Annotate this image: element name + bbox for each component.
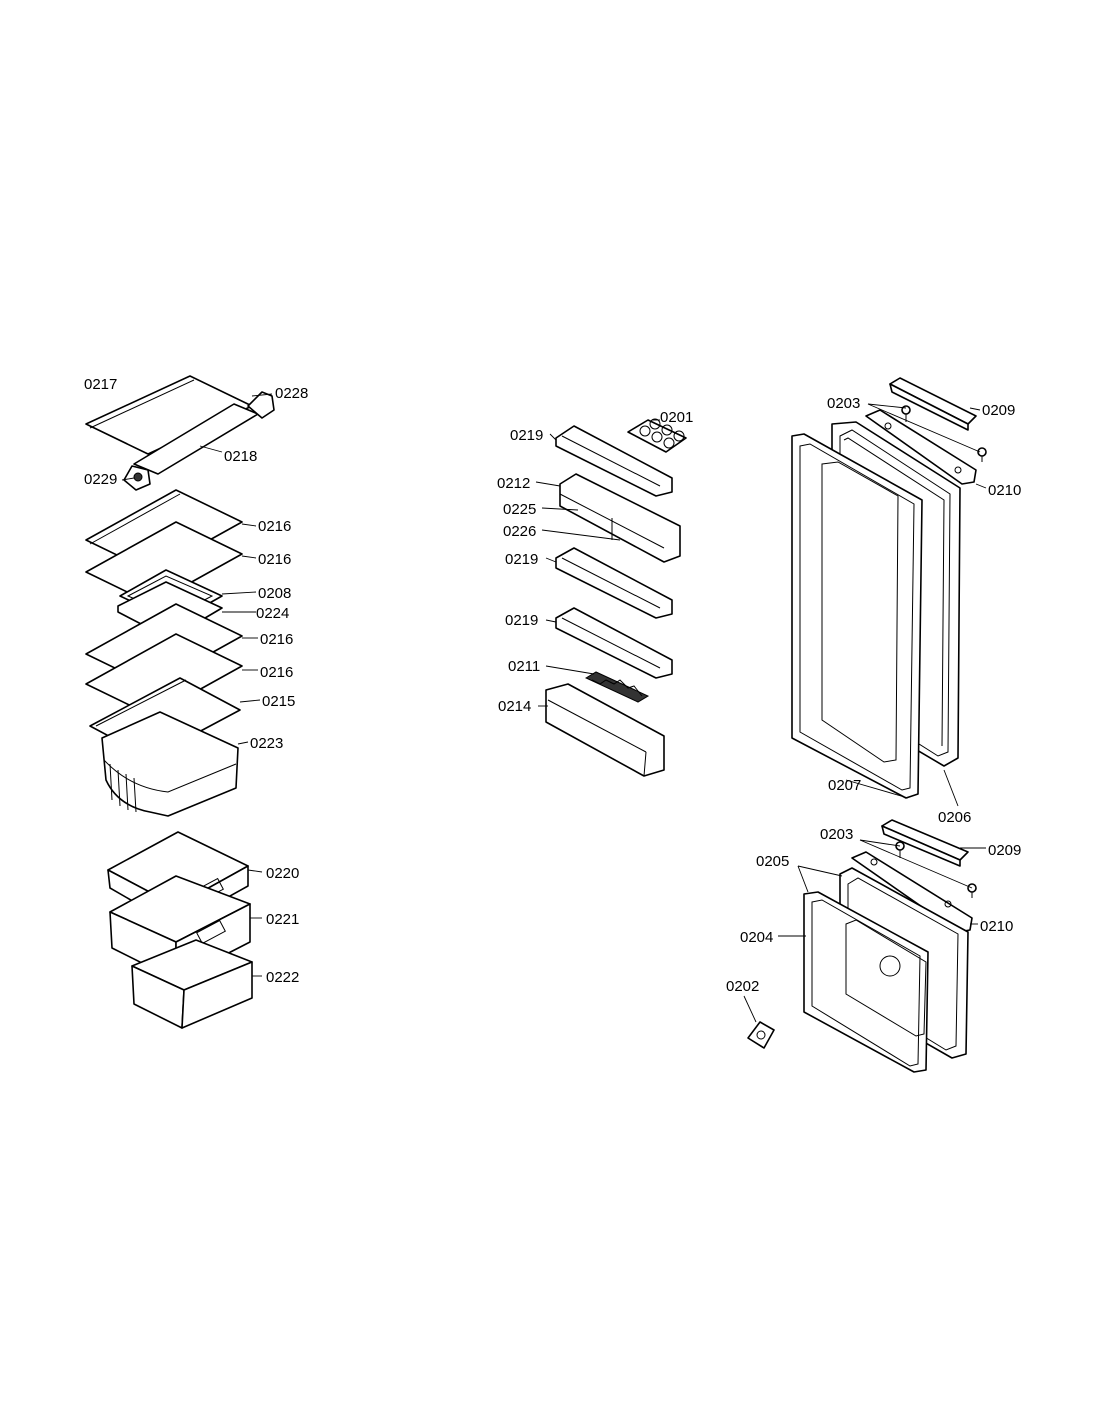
label-0204: 0204 bbox=[740, 929, 773, 946]
label-0202: 0202 bbox=[726, 978, 759, 995]
label-0229: 0229 bbox=[84, 471, 117, 488]
part-0202 bbox=[747, 1021, 775, 1049]
door-rack-0219-b bbox=[555, 547, 673, 619]
door-rack-0212 bbox=[559, 473, 681, 563]
screw-0203-top-a bbox=[901, 405, 911, 422]
hinge-cover-0209-bottom bbox=[881, 819, 969, 867]
screw-0203-bottom-b bbox=[967, 883, 977, 898]
egg-tray-0201 bbox=[627, 418, 687, 453]
label-0210-bottom: 0210 bbox=[980, 918, 1013, 935]
door-rack-0219-a bbox=[555, 425, 673, 497]
label-0205: 0205 bbox=[756, 853, 789, 870]
label-0216-c: 0216 bbox=[260, 631, 293, 648]
door-gasket-0207 bbox=[791, 433, 923, 799]
label-0219-b: 0219 bbox=[505, 551, 538, 568]
label-0221: 0221 bbox=[266, 911, 299, 928]
label-0219-a: 0219 bbox=[510, 427, 543, 444]
label-0209-bottom: 0209 bbox=[988, 842, 1021, 859]
label-0201: 0201 bbox=[660, 409, 693, 426]
hinge-0210-top bbox=[865, 409, 977, 485]
label-0219-c: 0219 bbox=[505, 612, 538, 629]
label-0210-top: 0210 bbox=[988, 482, 1021, 499]
label-0211: 0211 bbox=[508, 658, 540, 675]
label-0223: 0223 bbox=[250, 735, 283, 752]
support-0229 bbox=[123, 465, 151, 491]
label-0209-top: 0209 bbox=[982, 402, 1015, 419]
freezer-gasket-0204 bbox=[803, 891, 929, 1073]
label-0217: 0217 bbox=[84, 376, 117, 393]
label-0215: 0215 bbox=[262, 693, 295, 710]
label-0216-a: 0216 bbox=[258, 518, 291, 535]
label-0216-b: 0216 bbox=[258, 551, 291, 568]
door-rack-0214 bbox=[545, 683, 665, 777]
label-0208: 0208 bbox=[258, 585, 291, 602]
part-labels: 0217 0228 0218 0229 0216 0216 0208 0224 … bbox=[84, 376, 1021, 995]
rack-insert-0211 bbox=[584, 671, 650, 703]
screw-0203-top-b bbox=[977, 447, 987, 462]
label-0220: 0220 bbox=[266, 865, 299, 882]
leader-lines bbox=[121, 393, 987, 1023]
label-0206: 0206 bbox=[938, 809, 971, 826]
label-0222: 0222 bbox=[266, 969, 299, 986]
label-0212: 0212 bbox=[497, 475, 530, 492]
box-0223 bbox=[101, 711, 239, 817]
hinge-cover-0209-top bbox=[889, 377, 977, 431]
label-0203-top: 0203 bbox=[827, 395, 860, 412]
support-0228 bbox=[247, 391, 275, 419]
label-0207: 0207 bbox=[828, 777, 861, 794]
label-0226: 0226 bbox=[503, 523, 536, 540]
label-0224: 0224 bbox=[256, 605, 289, 622]
door-rack-0219-c bbox=[555, 607, 673, 679]
label-0228: 0228 bbox=[275, 385, 308, 402]
label-0225: 0225 bbox=[503, 501, 536, 518]
label-0203-bottom: 0203 bbox=[820, 826, 853, 843]
label-0218: 0218 bbox=[224, 448, 257, 465]
label-0214: 0214 bbox=[498, 698, 531, 715]
label-0216-d: 0216 bbox=[260, 664, 293, 681]
crisper-0222 bbox=[131, 939, 253, 1029]
